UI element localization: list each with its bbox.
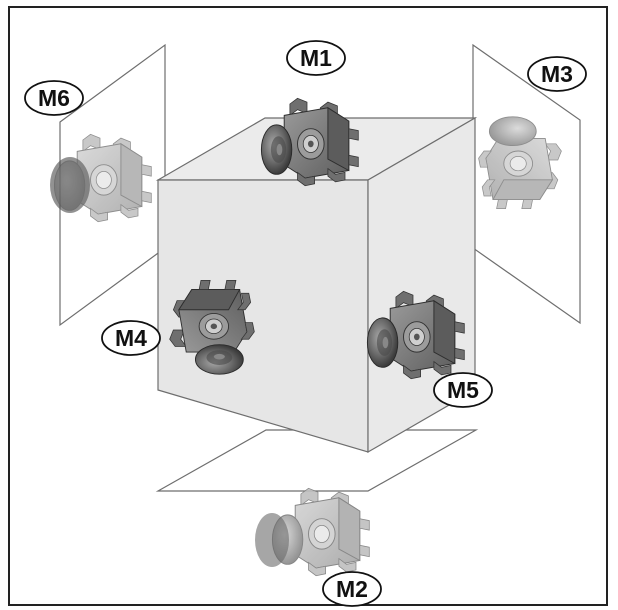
label-m6-text: M6 [38,85,70,111]
label-m3: M3 [527,56,587,92]
label-m6: M6 [24,80,84,116]
label-m2: M2 [322,571,382,607]
label-m3-text: M3 [541,61,573,87]
label-m5: M5 [433,372,493,408]
gearbox-m1 [260,97,359,187]
projection-plane-bottom [155,429,479,492]
label-m5-text: M5 [447,377,479,403]
label-m4-text: M4 [115,325,147,351]
gearbox-projection-m6 [50,133,152,223]
label-m4: M4 [101,320,161,356]
label-m1: M1 [286,40,346,76]
label-m1-text: M1 [300,45,332,71]
label-m2-text: M2 [336,576,368,602]
gearbox-projection-m2 [255,487,370,577]
